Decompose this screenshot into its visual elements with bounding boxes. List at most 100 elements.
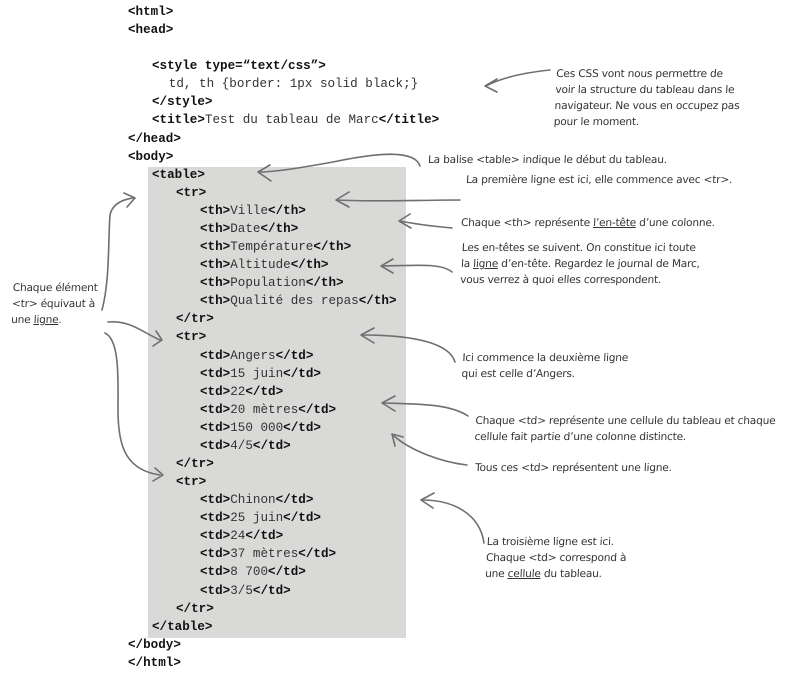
code-tag: <tr> <box>176 475 207 490</box>
code-tag: <td> <box>200 384 231 399</box>
code-tag: <td> <box>200 366 231 381</box>
table-code-highlight <box>148 167 406 638</box>
code-line: <tr> <box>176 328 206 346</box>
code-line: <td>37 mètres</td> <box>200 545 336 563</box>
code-tag: </tr> <box>176 457 214 471</box>
code-tag: </th> <box>290 258 329 273</box>
code-line: </html> <box>128 654 181 672</box>
code-line: <style type=“text/css”> <box>152 57 326 75</box>
third-row-arrow-icon <box>420 492 485 544</box>
code-tag: </th> <box>268 203 306 218</box>
header-row-arrow-icon <box>380 258 453 274</box>
code-tag: </th> <box>313 240 352 255</box>
code-line: <html> <box>128 3 173 21</box>
code-text: 4/5 <box>230 438 253 453</box>
code-line: <td>8 700</td> <box>200 563 306 581</box>
second-row-arrow-icon <box>360 327 456 363</box>
code-text: Altitude <box>230 258 291 273</box>
tr-arrow-middle-icon <box>107 321 163 347</box>
code-tag: </td> <box>298 402 337 417</box>
code-tag: <td> <box>200 565 231 580</box>
code-tag: <td> <box>200 547 231 562</box>
code-text: 15 juin <box>230 366 284 381</box>
code-line: </tr> <box>176 455 214 473</box>
code-tag: </td> <box>275 348 314 363</box>
code-tag: </html> <box>128 655 181 670</box>
code-text: Ville <box>230 203 269 218</box>
code-tag: <th> <box>200 240 231 255</box>
code-text: 37 mètres <box>230 547 299 562</box>
code-line: <td>25 juin</td> <box>200 509 321 527</box>
code-tag: </td> <box>283 420 321 435</box>
code-line: </tr> <box>176 310 214 328</box>
code-tag: <table> <box>152 167 205 182</box>
code-tag: </th> <box>260 221 299 236</box>
code-tag: <td> <box>200 493 231 508</box>
td-cell-arrow-icon <box>381 395 469 417</box>
code-line: <title>Test du tableau de Marc</title> <box>152 111 439 129</box>
code-line: <th>Qualité des repas</th> <box>200 292 397 310</box>
td-row-arrow-icon <box>391 433 468 466</box>
code-tag: </td> <box>283 366 321 381</box>
code-tag: <td> <box>200 511 231 526</box>
code-line: <tr> <box>176 184 206 202</box>
code-line: <th>Population</th> <box>200 274 344 292</box>
code-tag: </body> <box>128 637 181 652</box>
code-text: 24 <box>230 529 246 544</box>
code-text: Test du tableau de Marc <box>204 113 379 128</box>
code-line: <td>4/5</td> <box>200 437 291 455</box>
code-text: Température <box>230 240 314 255</box>
code-tag: </style> <box>152 95 213 110</box>
code-tag: </title> <box>378 113 440 128</box>
code-text: 3/5 <box>230 583 253 598</box>
code-line: <th>Ville</th> <box>200 202 306 220</box>
code-line: <td>150 000</td> <box>200 419 321 437</box>
code-tag: </table> <box>152 619 213 634</box>
code-text: 25 juin <box>230 511 284 526</box>
code-tag: <th> <box>200 203 231 218</box>
tr-arrow-down-icon <box>104 332 164 482</box>
code-tag: <td> <box>200 583 231 598</box>
code-line: <td>20 mètres</td> <box>200 401 336 419</box>
code-tag: <tr> <box>176 330 207 345</box>
code-line: <th>Altitude</th> <box>200 256 329 274</box>
code-tag: <td> <box>200 420 231 435</box>
code-tag: <title> <box>152 113 205 128</box>
code-tag: </tr> <box>176 601 214 616</box>
tr-arrow-up-icon <box>101 192 136 311</box>
code-tag: </td> <box>252 583 291 598</box>
code-tag: </td> <box>268 565 306 580</box>
code-line: <td>24</td> <box>200 527 283 545</box>
code-tag: <td> <box>200 402 231 417</box>
code-tag: <th> <box>200 276 231 291</box>
code-text: Population <box>230 276 306 291</box>
first-row-arrow-icon <box>335 191 461 208</box>
code-tag: </tr> <box>176 312 214 327</box>
code-tag: </th> <box>358 294 397 309</box>
code-text: Angers <box>230 348 276 363</box>
code-tag: </td> <box>252 438 291 453</box>
table-arrow-icon <box>257 153 421 182</box>
code-line: <tr> <box>176 473 206 491</box>
code-text: Qualité des repas <box>230 294 359 309</box>
code-text: Date <box>230 221 261 236</box>
code-line: <th>Température</th> <box>200 238 351 256</box>
code-tag: </td> <box>245 529 284 544</box>
code-tag: </th> <box>305 276 344 291</box>
code-text: 8 700 <box>230 565 269 580</box>
code-line: <th>Date</th> <box>200 220 298 238</box>
code-line: </style> <box>152 93 212 111</box>
code-tag: <th> <box>200 258 231 273</box>
code-line: <td>Chinon</td> <box>200 491 313 509</box>
code-line: <td>Angers</td> <box>200 347 313 365</box>
code-tag: <html> <box>128 5 174 19</box>
code-text: 150 000 <box>230 420 284 435</box>
code-tag: <td> <box>200 348 231 363</box>
code-line: <td>15 juin</td> <box>200 365 321 383</box>
code-tag: </td> <box>275 493 314 508</box>
code-line: </tr> <box>176 600 214 618</box>
code-tag: <td> <box>200 529 231 544</box>
code-line: <td>22</td> <box>200 383 283 401</box>
code-tag: </td> <box>245 384 284 399</box>
